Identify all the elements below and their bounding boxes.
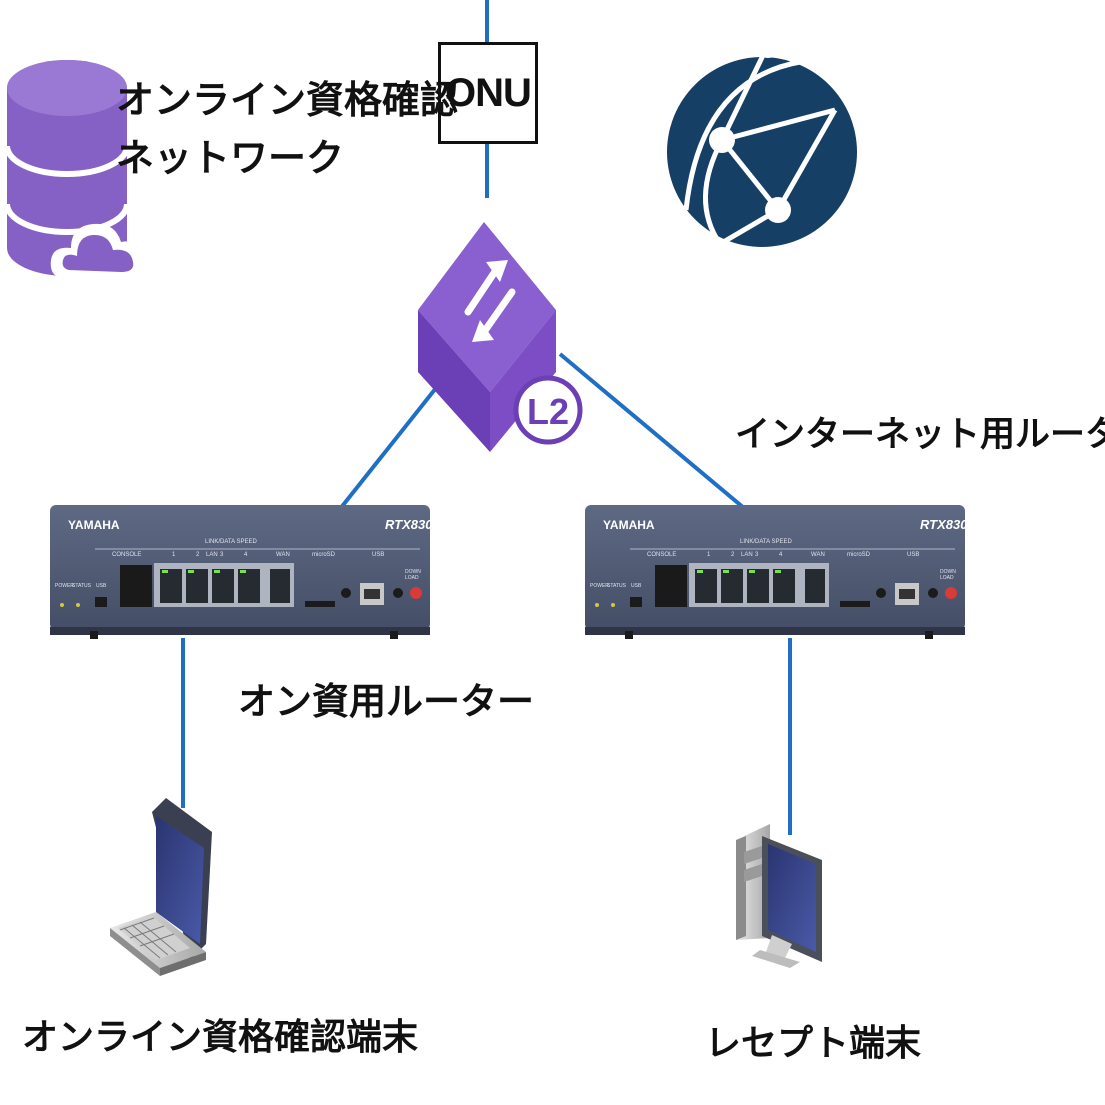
onshi-router-label: オン資用ルーター: [238, 680, 534, 723]
router-model: RTX830: [920, 517, 968, 532]
router-side-power: POWER: [590, 583, 609, 589]
online-network-label-line2: ネットワーク: [116, 136, 345, 180]
router-download-1: DOWN: [405, 569, 421, 575]
router-port-microsd: microSD: [312, 552, 336, 558]
router-download-1: DOWN: [940, 569, 956, 575]
globe-network-icon: [667, 32, 857, 247]
router-side-status: STATUS: [607, 583, 627, 589]
router-download-2: LOAD: [940, 575, 954, 581]
router-port-lan1: 1: [172, 552, 176, 558]
router-port-console: CONSOLE: [112, 552, 141, 558]
router-side-power: POWER: [55, 583, 74, 589]
router-port-console: CONSOLE: [647, 552, 676, 558]
router-port-lan1: 1: [707, 552, 711, 558]
router-port-usb: USB: [372, 552, 384, 558]
receipt-terminal-label: レセプト端末: [705, 1023, 922, 1064]
router-port-lan4: 4: [779, 552, 783, 558]
router-brand: YAMAHA: [603, 518, 655, 532]
router-port-microsd: microSD: [847, 552, 871, 558]
desktop-pc-icon: [736, 824, 822, 968]
router-side-usb: USB: [631, 583, 642, 589]
router-port-wan: WAN: [276, 552, 290, 558]
router-port-lan4: 4: [244, 552, 248, 558]
onu-device: ONU: [438, 42, 538, 144]
onu-label: ONU: [445, 70, 532, 115]
router-port-wan: WAN: [811, 552, 825, 558]
online-terminal-label: オンライン資格確認端末: [22, 1017, 419, 1058]
router-model: RTX830: [385, 517, 433, 532]
router-port-lan-label: LAN: [741, 552, 753, 558]
database-cloud-icon: [4, 60, 144, 280]
router-side-usb: USB: [96, 583, 107, 589]
yamaha-router-icon: YAMAHA RTX830 LINK/DATA SPEED CONSOLE 1 …: [585, 505, 968, 639]
switch-badge: L2: [527, 391, 569, 432]
router-port-lan2: 2: [731, 552, 735, 558]
yamaha-router-icon: YAMAHA RTX830 LINK/DATA SPEED CONSOLE 1 …: [50, 505, 433, 639]
router-port-lan3: 3: [220, 552, 224, 558]
internet-router-label: インターネット用ルーター: [735, 415, 1105, 455]
router-download-2: LOAD: [405, 575, 419, 581]
router-port-usb: USB: [907, 552, 919, 558]
router-port-group-label: LINK/DATA SPEED: [205, 539, 257, 545]
laptop-icon: [110, 798, 212, 976]
router-side-status: STATUS: [72, 583, 92, 589]
router-brand: YAMAHA: [68, 518, 120, 532]
router-port-lan3: 3: [755, 552, 759, 558]
l2-switch-icon: L2: [418, 222, 583, 452]
router-port-lan-label: LAN: [206, 552, 218, 558]
online-network-label-line1: オンライン資格確認: [116, 78, 459, 122]
router-port-lan2: 2: [196, 552, 200, 558]
router-port-group-label: LINK/DATA SPEED: [740, 539, 792, 545]
